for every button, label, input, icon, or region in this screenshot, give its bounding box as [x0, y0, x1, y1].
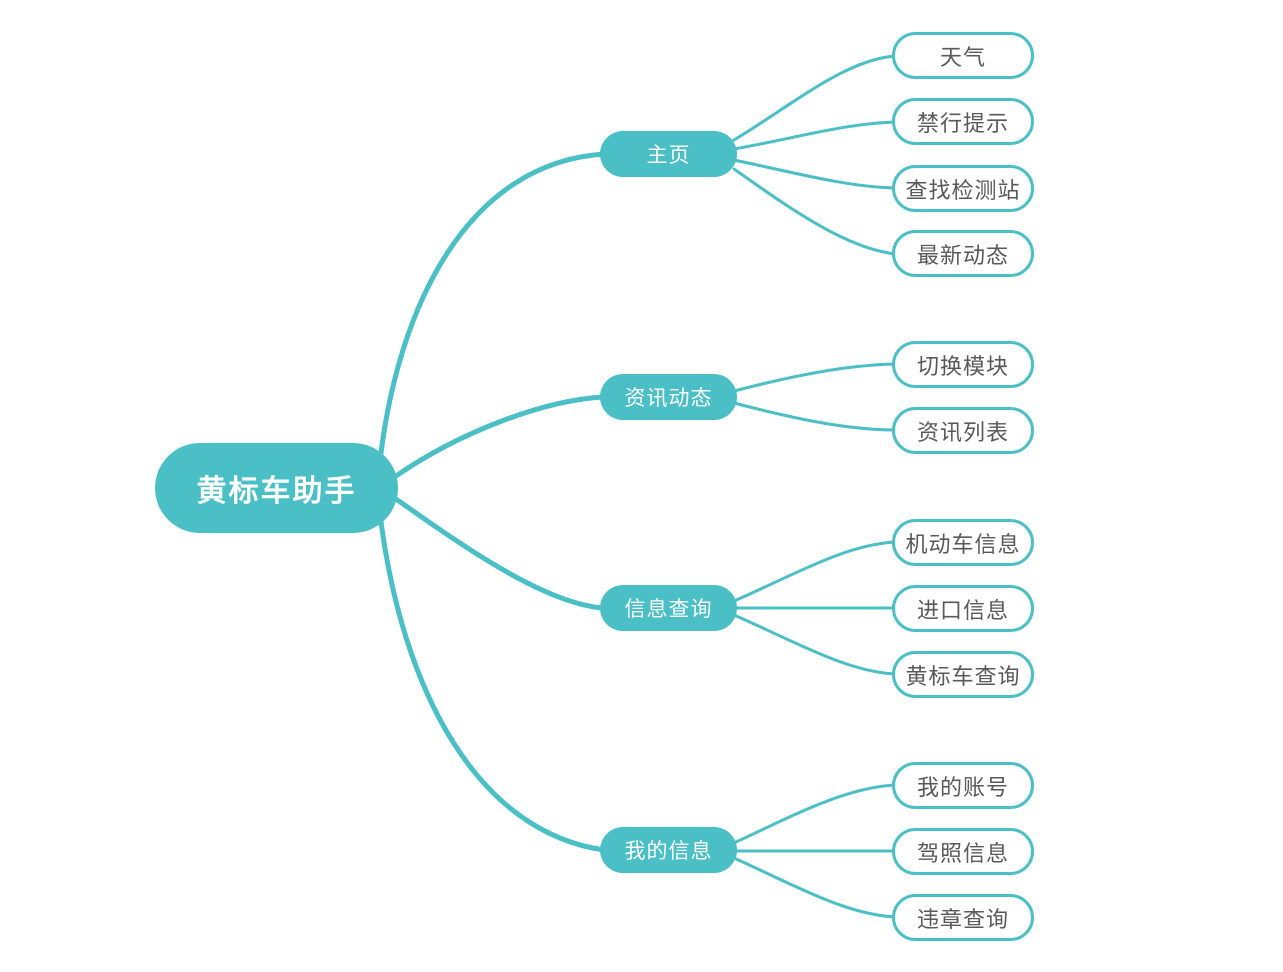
leaf-node-import-info[interactable]: 进口信息: [892, 585, 1034, 632]
leaf-node-news-list[interactable]: 资讯列表: [892, 407, 1034, 454]
branch-node-my-info[interactable]: 我的信息: [600, 827, 737, 873]
leaf-node-driver-license-info[interactable]: 驾照信息: [892, 828, 1034, 875]
branch-node-news-updates[interactable]: 资讯动态: [600, 374, 737, 420]
connector-news-switch: [732, 362, 898, 393]
leaf-node-motor-vehicle-info[interactable]: 机动车信息: [892, 519, 1034, 566]
connector-mine-account: [732, 783, 898, 845]
leaf-node-my-account[interactable]: 我的账号: [892, 762, 1034, 809]
connector-home-nodrive: [732, 120, 898, 151]
leaf-node-switch-module[interactable]: 切换模块: [892, 341, 1034, 388]
connector-mine-violation: [732, 856, 898, 919]
branch-node-info-query[interactable]: 信息查询: [600, 585, 737, 631]
leaf-node-no-drive-alert[interactable]: 禁行提示: [892, 98, 1034, 145]
connector-home-weather: [732, 54, 898, 142]
leaf-node-latest-news[interactable]: 最新动态: [892, 230, 1034, 277]
connector-home-station: [732, 158, 898, 190]
connector-root-home: [377, 151, 607, 464]
leaf-node-violation-query[interactable]: 违章查询: [892, 894, 1034, 941]
connector-root-query: [393, 496, 607, 611]
connector-root-mine: [377, 511, 607, 853]
connector-query-yellow: [732, 613, 898, 676]
branch-node-home[interactable]: 主页: [600, 131, 737, 177]
root-node-yellow-label-car-assistant[interactable]: 黄标车助手: [155, 443, 398, 533]
leaf-node-find-inspection-station[interactable]: 查找检测站: [892, 165, 1034, 212]
leaf-node-yellow-label-car-query[interactable]: 黄标车查询: [892, 651, 1034, 698]
connector-root-news: [393, 394, 607, 479]
connector-news-newslist: [732, 401, 898, 432]
leaf-node-weather[interactable]: 天气: [892, 32, 1034, 79]
connector-home-latest: [732, 167, 898, 256]
connector-query-vehicle: [732, 540, 898, 603]
